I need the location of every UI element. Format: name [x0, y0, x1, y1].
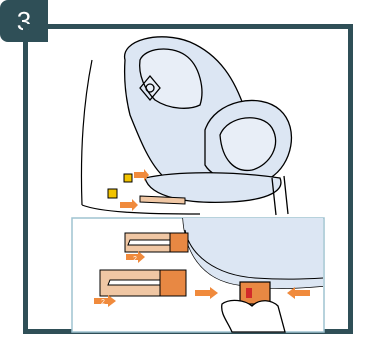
- arrow-index-label: 2: [101, 299, 105, 306]
- vehicle-seat-base-line: [82, 205, 200, 214]
- vehicle-seat-outline: [81, 60, 92, 205]
- hand-icon: [222, 300, 285, 332]
- isofix-anchor-icon: [108, 174, 132, 198]
- child-seat: [125, 37, 292, 203]
- arrow-index-label: 2: [133, 256, 137, 263]
- isofix-connector-rail: [140, 196, 185, 204]
